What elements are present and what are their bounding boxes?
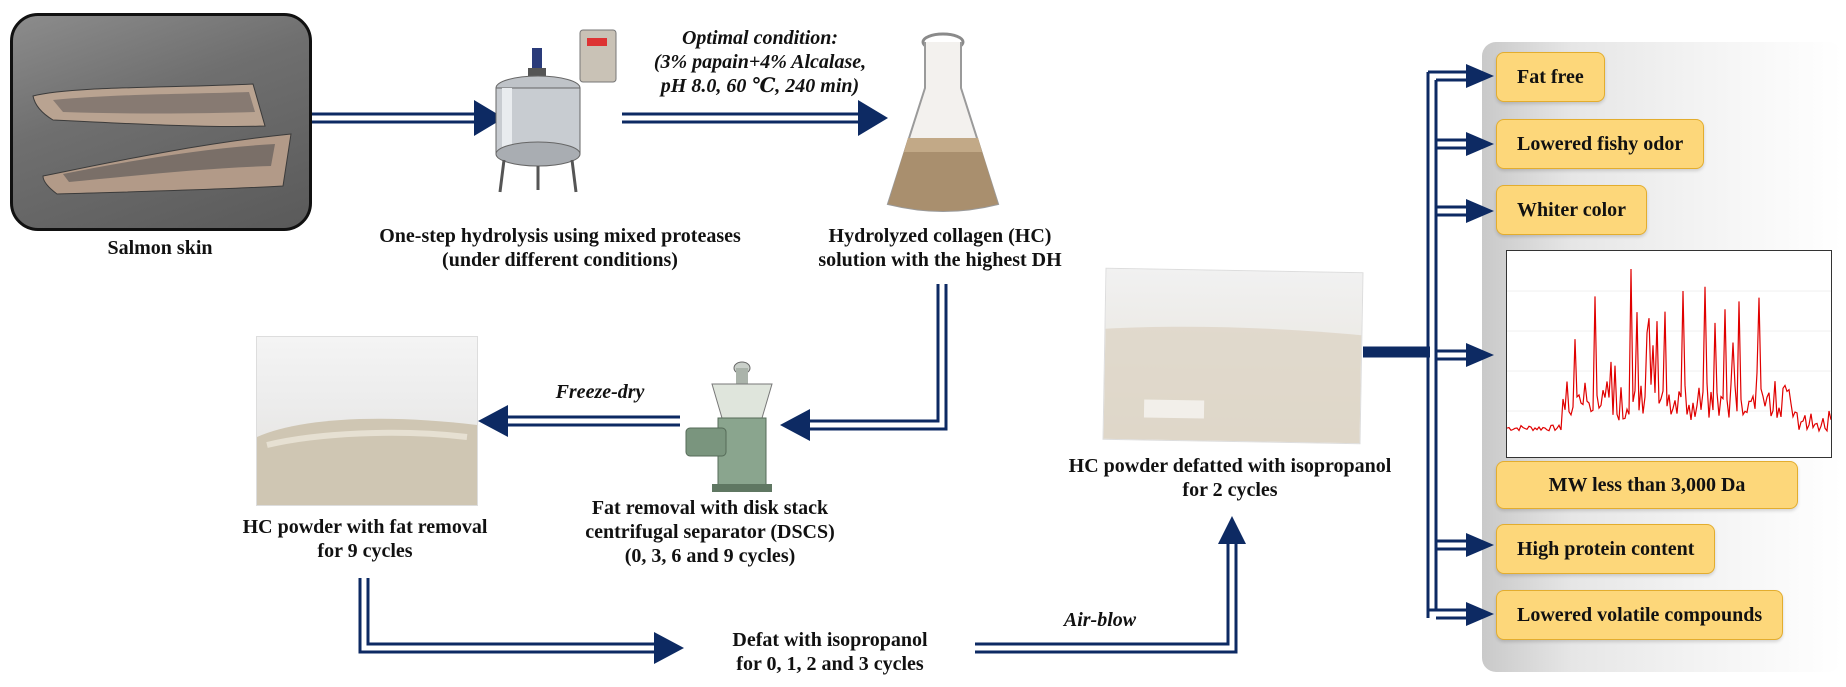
results-branch-lines bbox=[1426, 70, 1470, 620]
erlenmeyer-flask-photo bbox=[878, 28, 1008, 218]
arrowhead bbox=[858, 100, 888, 136]
arrowhead bbox=[1466, 199, 1494, 223]
hydrolysis-line2: (under different conditions) bbox=[442, 249, 678, 271]
defat-line2: for 0, 1, 2 and 3 cycles bbox=[736, 653, 924, 675]
freeze-dry-label: Freeze-dry bbox=[555, 381, 645, 403]
hc-defatted-label: HC powder defatted with isopropanol for … bbox=[1040, 454, 1420, 502]
reactor-tank-illustration bbox=[488, 22, 628, 202]
hc-solution-line1: Hydrolyzed collagen (HC) bbox=[828, 225, 1052, 247]
result-fat-free: Fat free bbox=[1496, 52, 1605, 102]
arrow-bag-to-defat bbox=[358, 578, 656, 654]
arrowhead bbox=[780, 409, 810, 441]
arrowhead bbox=[474, 100, 504, 136]
arrowhead bbox=[478, 405, 508, 437]
optimal-line2: pH 8.0, 60 ℃, 240 min) bbox=[660, 75, 860, 97]
result-high-protein: High protein content bbox=[1496, 524, 1716, 574]
dscs-line2: centrifugal separator (DSCS) bbox=[585, 521, 835, 543]
arrowhead bbox=[654, 632, 684, 664]
mass-spectrum-chart bbox=[1506, 250, 1832, 458]
arrowhead bbox=[1466, 64, 1494, 88]
hydrolysis-label: One-step hydrolysis using mixed protease… bbox=[350, 224, 770, 272]
salmon-skin-label: Salmon skin bbox=[107, 237, 213, 259]
arrowhead bbox=[1466, 602, 1494, 626]
hc-fat-removal-label: HC powder with fat removal for 9 cycles bbox=[210, 515, 520, 563]
arrow-flask-to-centrifuge bbox=[806, 284, 948, 431]
hc-defatted-line2: for 2 cycles bbox=[1182, 479, 1278, 501]
centrifuge-illustration bbox=[682, 358, 802, 494]
arrow-centrifuge-to-bag bbox=[500, 415, 680, 427]
hc-defatted-line1: HC powder defatted with isopropanol bbox=[1068, 455, 1392, 477]
arrowhead bbox=[1218, 516, 1246, 544]
hc-fat-line1: HC powder with fat removal bbox=[242, 516, 488, 538]
result-lowered-volatile: Lowered volatile compounds bbox=[1496, 590, 1784, 640]
optimal-line1: (3% papain+4% Alcalase, bbox=[653, 51, 867, 73]
arrow-reactor-to-flask bbox=[622, 112, 860, 124]
optimal-condition-label: Optimal condition: (3% papain+4% Alcalas… bbox=[620, 26, 900, 98]
defat-line1: Defat with isopropanol bbox=[732, 629, 928, 651]
result-mw: MW less than 3,000 Da bbox=[1496, 461, 1798, 509]
hc-fat-line2: for 9 cycles bbox=[317, 540, 413, 562]
hc-solution-line2: solution with the highest DH bbox=[818, 249, 1062, 271]
hydrolysis-line1: One-step hydrolysis using mixed protease… bbox=[379, 225, 741, 247]
arrowhead bbox=[1466, 132, 1494, 156]
powder-bag-photo bbox=[1102, 267, 1364, 445]
result-whiter-color: Whiter color bbox=[1496, 185, 1648, 235]
dscs-line3: (0, 3, 6 and 9 cycles) bbox=[624, 545, 796, 567]
powder-bag-photo bbox=[256, 336, 478, 506]
hc-solution-label: Hydrolyzed collagen (HC) solution with t… bbox=[790, 224, 1090, 272]
arrow-defat-to-powder bbox=[975, 540, 1238, 654]
dscs-line1: Fat removal with disk stack bbox=[591, 497, 829, 519]
result-lowered-fishy-odor: Lowered fishy odor bbox=[1496, 119, 1705, 169]
defat-label: Defat with isopropanol for 0, 1, 2 and 3… bbox=[690, 628, 970, 676]
arrowhead bbox=[1466, 343, 1494, 367]
arrow-salmon-to-reactor bbox=[308, 112, 478, 124]
salmon-skin-photo bbox=[10, 13, 312, 231]
dscs-label: Fat removal with disk stack centrifugal … bbox=[560, 496, 860, 568]
arrowhead bbox=[1466, 533, 1494, 557]
optimal-title: Optimal condition: bbox=[681, 27, 839, 49]
air-blow-label: Air-blow bbox=[1063, 609, 1137, 631]
